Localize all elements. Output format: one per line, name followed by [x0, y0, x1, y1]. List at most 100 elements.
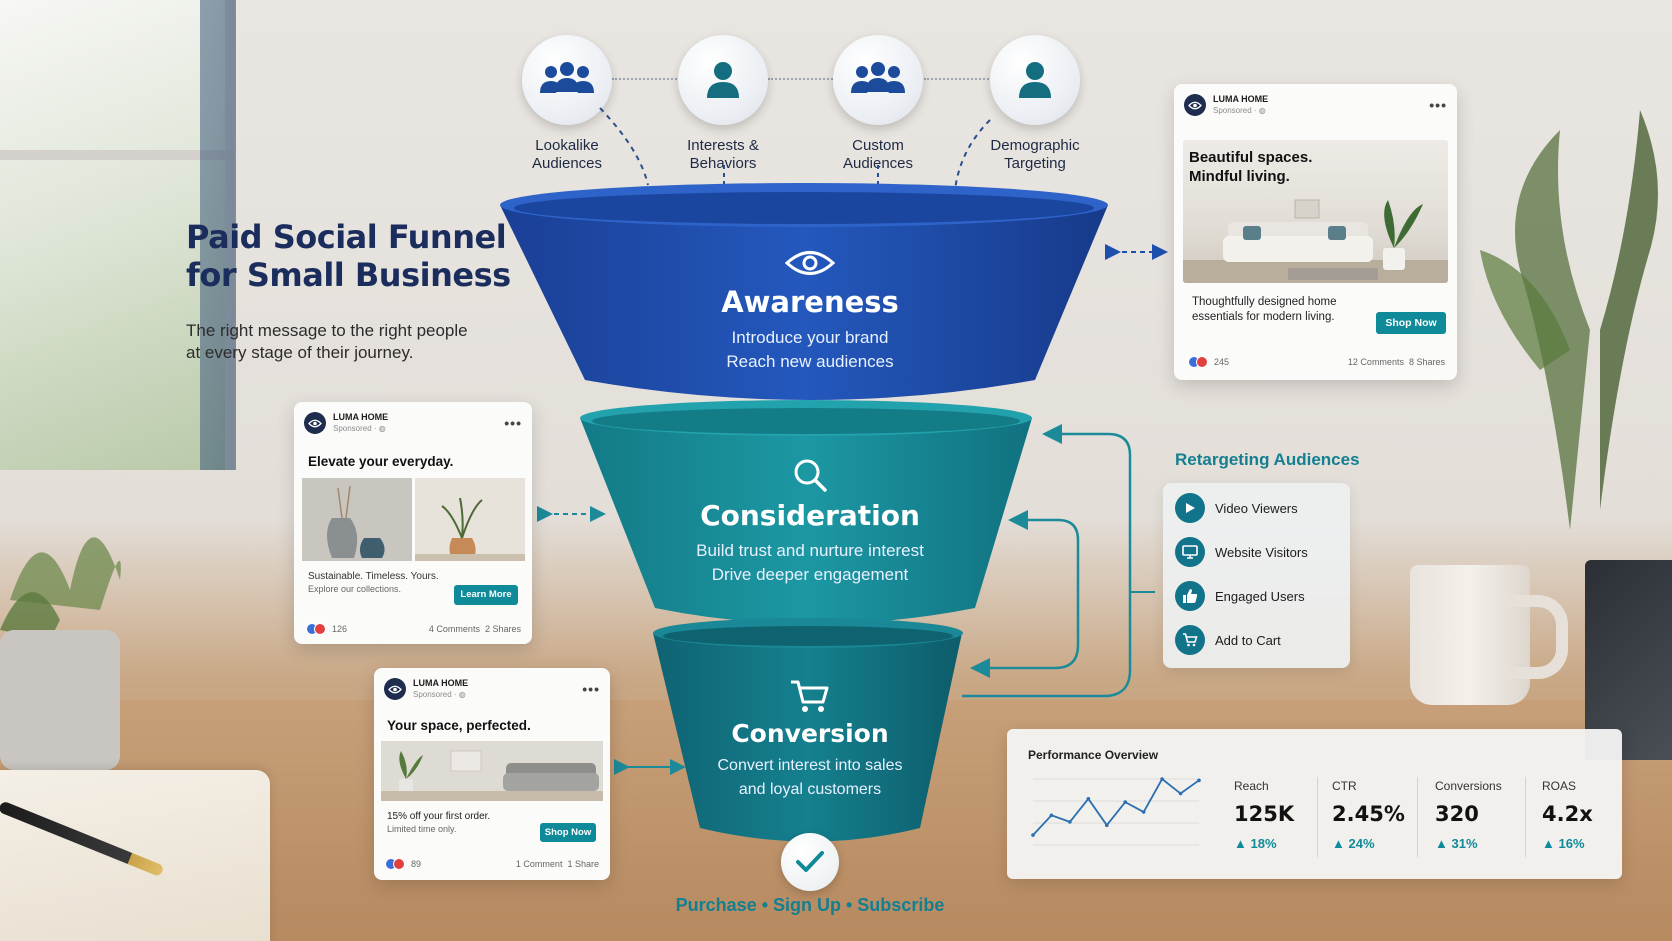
brand-logo-icon — [1184, 94, 1206, 116]
connector-dotted — [612, 78, 680, 80]
sparkline-point — [1104, 823, 1109, 827]
metric-change: ▲ 24% — [1332, 836, 1375, 851]
retargeting-title: Retargeting Audiences — [1175, 450, 1360, 469]
group-icon — [851, 62, 905, 93]
ad-body-text: Sustainable. Timeless. Yours. — [308, 571, 439, 582]
more-options-icon[interactable]: ••• — [504, 415, 522, 431]
background-window-bar — [0, 150, 235, 160]
share-count[interactable]: 1 Share — [567, 859, 599, 869]
audience-label: Targeting — [1004, 155, 1066, 172]
stage-desc: Convert interest into sales — [717, 757, 903, 774]
ad-reactions: 126 — [306, 623, 347, 635]
retarget-item-video-viewers[interactable]: Video Viewers — [1175, 493, 1298, 523]
funnel-awareness — [500, 187, 1108, 400]
metric-conversions: Conversions 320 ▲ 31% — [1435, 779, 1502, 851]
retargeting-list: Video Viewers Website Visitors Engaged U… — [1163, 483, 1350, 668]
stage-consideration: Consideration Build trust and nurture in… — [655, 455, 965, 587]
metric-change: ▲ 16% — [1542, 836, 1585, 851]
ad-body-text: Limited time only. — [387, 824, 457, 834]
sparkline-point — [1123, 800, 1128, 804]
ad-image-sofa — [381, 741, 603, 801]
performance-sparkline — [1031, 777, 1201, 846]
reaction-icons — [385, 858, 405, 870]
ad-headline: Mindful living. — [1189, 168, 1290, 185]
ad-header: LUMA HOME Sponsored · ◍ ••• — [294, 402, 532, 434]
sparkline-point — [1086, 797, 1091, 801]
search-icon — [794, 459, 827, 492]
ad-engagement: 12 Comments 8 Shares — [1348, 357, 1445, 367]
retarget-item-add-to-cart[interactable]: Add to Cart — [1175, 625, 1281, 655]
stage-desc: Build trust and nurture interest — [696, 541, 924, 560]
funnel-consideration — [580, 404, 1032, 624]
sofa-illustration — [1183, 199, 1448, 283]
metric-change: ▲ 18% — [1234, 836, 1277, 851]
performance-overview: Performance Overview Reach 125K ▲ 18% CT… — [1007, 729, 1622, 879]
comment-count[interactable]: 12 Comments — [1347, 357, 1404, 367]
person-icon — [707, 62, 739, 98]
sparkline-point — [1160, 777, 1164, 781]
funnel-consideration-inner — [592, 408, 1020, 434]
more-options-icon[interactable]: ••• — [582, 681, 600, 697]
person-icon — [1019, 62, 1051, 98]
audience-connector — [954, 119, 991, 191]
metric-divider — [1317, 777, 1318, 857]
stage-conversion: Conversion Convert interest into sales a… — [670, 678, 950, 802]
retarget-label: Website Visitors — [1215, 544, 1308, 560]
reaction-icons — [1188, 356, 1208, 368]
ad-engagement: 4 Comments 2 Shares — [429, 624, 521, 634]
connector-dotted — [924, 78, 992, 80]
share-count[interactable]: 2 Shares — [484, 624, 521, 634]
sparkline-point — [1141, 810, 1146, 814]
audience-label: Behaviors — [689, 155, 757, 172]
metric-ctr: CTR 2.45% ▲ 24% — [1332, 779, 1405, 851]
share-count[interactable]: 8 Shares — [1408, 357, 1445, 367]
metric-divider — [1417, 777, 1418, 857]
title-line-2: for Small Business — [186, 256, 511, 294]
page-subtitle: The right message to the right people at… — [186, 320, 496, 364]
more-options-icon[interactable]: ••• — [1429, 97, 1447, 113]
audience-label: Lookalike — [535, 137, 599, 154]
background-plant-right — [1480, 110, 1658, 530]
stage-title: Consideration — [700, 499, 920, 532]
sparkline-point — [1068, 820, 1072, 824]
metric-reach: Reach 125K ▲ 18% — [1234, 779, 1294, 851]
ad-reactions: 245 — [1188, 356, 1229, 368]
outcome-badge — [781, 833, 839, 891]
ad-body-text: essentials for modern living. — [1192, 311, 1335, 323]
stage-awareness: Awareness Introduce your brand Reach new… — [655, 248, 965, 374]
retarget-item-website-visitors[interactable]: Website Visitors — [1175, 537, 1308, 567]
retarget-item-engaged-users[interactable]: Engaged Users — [1175, 581, 1305, 611]
retarget-loop-lower — [970, 540, 1080, 678]
comment-count[interactable]: 1 Comment — [515, 859, 563, 869]
metric-roas: ROAS 4.2x ▲ 16% — [1542, 779, 1593, 851]
shop-now-button[interactable]: Shop Now — [540, 823, 596, 842]
shop-now-button[interactable]: Shop Now — [1376, 312, 1446, 334]
page-title: Paid Social Funnel for Small Business — [186, 218, 516, 294]
background-blind — [200, 0, 236, 470]
stage-desc: Reach new audiences — [726, 352, 894, 371]
metric-label: Reach — [1234, 779, 1269, 793]
audience-label: Custom — [852, 137, 904, 154]
connector-dotted — [768, 78, 836, 80]
background-plant-left — [0, 537, 121, 770]
audience-circle — [990, 35, 1080, 125]
audience-label: Audiences — [531, 155, 603, 172]
learn-more-button[interactable]: Learn More — [454, 585, 518, 605]
stage-desc: Introduce your brand — [731, 328, 889, 347]
ad-sponsored-label: Sponsored · ◍ — [413, 690, 466, 699]
ad-sponsored-label: Sponsored · ◍ — [333, 424, 386, 433]
funnel-awareness-inner — [514, 192, 1094, 224]
thumbs-up-icon — [1175, 581, 1205, 611]
cart-icon — [791, 680, 829, 712]
metric-value: 2.45% — [1332, 802, 1405, 826]
reaction-count: 126 — [332, 624, 348, 634]
ad-body-text: Thoughtfully designed home — [1192, 296, 1337, 308]
comment-count[interactable]: 4 Comments — [428, 624, 480, 634]
ad-brand-name: LUMA HOME — [333, 412, 389, 422]
stage-desc: and loyal customers — [738, 781, 882, 798]
